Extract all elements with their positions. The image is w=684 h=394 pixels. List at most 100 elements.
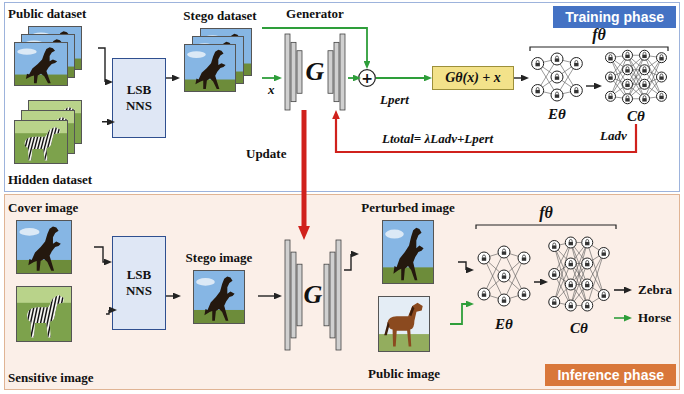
- generator-block: G: [282, 240, 344, 350]
- model-group: fθEθCθ: [524, 26, 674, 126]
- stripe: [53, 292, 64, 339]
- horse-silhouette: [28, 226, 60, 270]
- photo-frame: [17, 287, 72, 342]
- lock-shackle: [553, 271, 556, 273]
- lock-body: [625, 55, 629, 58]
- neuron: [551, 89, 563, 101]
- lock-body: [625, 84, 629, 87]
- arrow-connector: [166, 77, 172, 78]
- arrow-connector: [262, 28, 367, 61]
- sky: [382, 220, 434, 284]
- lock-body: [552, 301, 556, 304]
- neuron: [551, 53, 563, 65]
- lock-shackle: [602, 250, 605, 252]
- photo-frame: [15, 43, 68, 86]
- lock-body: [535, 90, 539, 93]
- image-caption: Sensitive image: [8, 370, 94, 386]
- neuron: [518, 252, 530, 264]
- lock-body: [552, 273, 556, 276]
- sky: [16, 220, 72, 274]
- lock-body: [555, 94, 559, 97]
- neuron: [565, 300, 576, 311]
- layer-bar: [336, 240, 341, 350]
- photo: [16, 286, 72, 342]
- phase-panel: Inference phaseCover imageSensitive imag…: [4, 194, 680, 390]
- neuron: [623, 65, 633, 75]
- layer-bar: [297, 264, 302, 326]
- image-caption: Public image: [368, 366, 440, 382]
- zebra-stripes: [17, 125, 67, 162]
- circle-outline: [359, 70, 376, 87]
- photo: [14, 42, 68, 86]
- photo-frame: [194, 271, 245, 324]
- layer-bar: [340, 34, 345, 110]
- lock-shackle: [569, 303, 572, 305]
- lock-body: [574, 90, 578, 93]
- lock-shackle: [626, 96, 629, 98]
- class-output: Horse: [636, 310, 673, 326]
- arrow-connector: [450, 304, 466, 324]
- arrow-connector: [302, 110, 307, 226]
- cloud: [17, 49, 36, 55]
- lock-shackle: [483, 255, 486, 257]
- lock-shackle: [609, 74, 612, 76]
- node-label: LSB NNS: [117, 82, 161, 114]
- cloud: [187, 51, 206, 58]
- node-label: Cθ: [570, 320, 588, 336]
- network-graph: Eθ: [474, 240, 534, 332]
- neuron: [623, 50, 633, 60]
- arrow-connector: [258, 295, 274, 296]
- neuron: [518, 288, 530, 300]
- grass: [16, 260, 72, 274]
- label-holder: Zebra: [636, 282, 674, 298]
- lock-body: [659, 96, 663, 99]
- arrow-connector: [262, 77, 274, 79]
- model-group: fθEθCθ: [470, 204, 622, 354]
- stripe: [47, 125, 58, 162]
- neuron: [623, 94, 633, 104]
- node-label: LSB NNS: [117, 267, 161, 299]
- photo-frame: [17, 221, 72, 274]
- lock-body: [625, 98, 629, 101]
- lock-body: [642, 69, 646, 72]
- generator-block: GeneratorG: [282, 6, 348, 110]
- lock-shackle: [536, 61, 539, 63]
- lock-body: [535, 63, 539, 66]
- lock-shackle: [503, 249, 506, 251]
- photo-frame: [383, 221, 434, 284]
- lock-body: [608, 96, 612, 99]
- lock-shackle: [569, 282, 572, 284]
- phase-label: Inference phase: [545, 364, 676, 386]
- node-label: Eθ: [495, 316, 513, 332]
- photo: [382, 220, 434, 284]
- sum-circle: +: [358, 69, 376, 87]
- grass: [378, 334, 430, 352]
- lock-shackle: [660, 93, 663, 95]
- neuron: [582, 300, 593, 311]
- lock-body: [574, 63, 578, 66]
- neuron: [606, 72, 616, 82]
- cloud: [19, 228, 39, 236]
- neuron: [640, 50, 650, 60]
- node-label: Eθ: [548, 106, 566, 122]
- sky: [14, 42, 68, 86]
- lock-shackle: [643, 67, 646, 69]
- lock-shackle: [626, 81, 629, 83]
- network-graph: Cθ: [602, 48, 670, 124]
- tail: [384, 322, 389, 335]
- neuron: [565, 237, 576, 248]
- arrow-connector: [336, 119, 636, 152]
- lock-shackle: [556, 74, 559, 76]
- photo-frame: [185, 45, 236, 92]
- photo-frame: [15, 121, 68, 164]
- node-outline: [470, 204, 622, 354]
- lock-body: [585, 284, 589, 287]
- label-holder: Horse: [636, 310, 673, 326]
- lock-shackle: [575, 88, 578, 90]
- photo-frame: [379, 297, 430, 352]
- photo-content: [16, 220, 72, 274]
- grass: [382, 267, 434, 284]
- layer-bar: [324, 264, 329, 326]
- lock-body: [555, 58, 559, 61]
- horse-silhouette: [26, 47, 57, 83]
